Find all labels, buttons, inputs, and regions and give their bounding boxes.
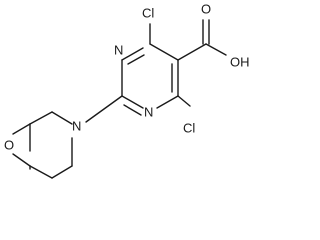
bond-n1-c2-double: [123, 104, 142, 116]
chemical-structure: Cl Cl N N N O OH O: [4, 1, 250, 179]
bond-c2-morph-n: [85, 95, 123, 123]
bond-morph-o-left-lower: [12, 153, 31, 167]
carbonyl-oxygen-label: O: [201, 1, 211, 16]
bond-morph-n-ca: [51, 111, 73, 125]
bond-c5-cooh: [177, 43, 207, 61]
bond-c6-cl: [177, 95, 191, 107]
bond-lines: [12, 19, 227, 179]
bond-cooh-c-o-single: [205, 43, 227, 56]
bond-c4-c5: [149, 43, 179, 61]
bond-n1-c2: [121, 95, 144, 109]
bond-morph-ca-cb: [29, 111, 53, 125]
bond-morph-cc-cd: [29, 165, 53, 179]
bond-n3-c4: [121, 47, 144, 61]
chlorine-bottom-label: Cl: [183, 120, 195, 135]
chlorine-top-label: Cl: [142, 5, 154, 20]
bond-morph-left-o: [12, 123, 31, 135]
bond-c6-n1: [156, 95, 179, 109]
bond-morph-cd-ce: [51, 165, 73, 179]
ring-nitrogen-top-label: N: [114, 42, 123, 57]
bond-n3-c4-double: [127, 54, 145, 65]
atom-labels: Cl Cl N N N O OH O: [4, 1, 250, 152]
morpholine-oxygen-label: O: [4, 137, 14, 152]
ring-nitrogen-bottom-label: N: [144, 104, 153, 119]
morpholine-nitrogen-label: N: [72, 118, 81, 133]
hydroxyl-label: OH: [230, 54, 250, 69]
